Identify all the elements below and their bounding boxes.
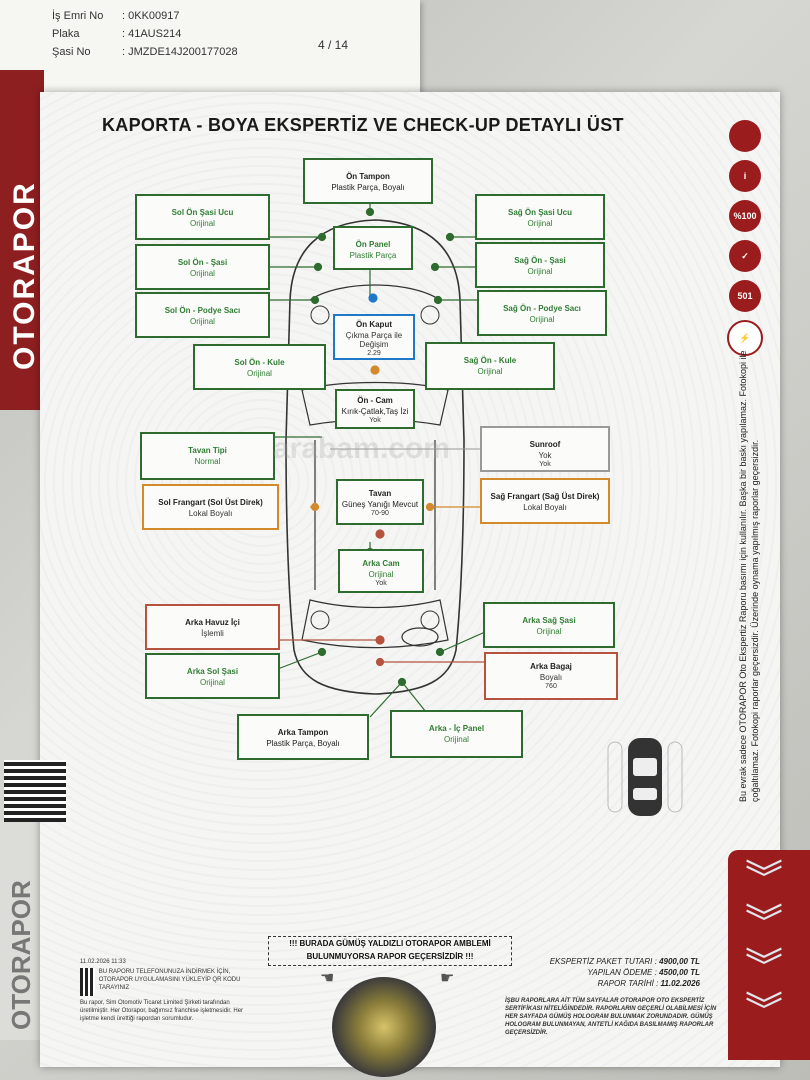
pointing-hand-icon: ☚ <box>320 970 335 987</box>
chevron-down-icon: ︾ <box>744 947 783 989</box>
qr-code[interactable] <box>80 968 95 996</box>
points-badge-icon: 501 <box>729 280 761 312</box>
header-row: Şasi No: JMZDE14J200177028 <box>52 46 238 58</box>
report-page: KAPORTA - BOYA EKSPERTİZ VE CHECK-UP DET… <box>40 92 780 1077</box>
watermark: arabam.com <box>273 432 450 465</box>
hologram-seal <box>332 977 436 1077</box>
vertical-notice: Bu evrak sadece OTORAPOR Oto Ekspertiz R… <box>738 350 760 802</box>
brand-logo: OTORAPOR <box>6 880 36 1030</box>
left-brand-strip-bottom: OTORAPOR <box>0 820 44 1040</box>
hologram-warning: !!! BURADA GÜMÜŞ YALDIZLI OTORAPOR AMBLE… <box>268 936 512 966</box>
chevron-down-icon: ︾ <box>744 991 783 1033</box>
shield-badge-icon: ✓ <box>729 240 761 272</box>
chevron-down-icon: ︾ <box>744 859 783 901</box>
badge-icon <box>729 120 761 152</box>
brand-logo: OTORAPOR <box>8 181 41 370</box>
right-brand-tab: ︾ ︾ ︾ ︾ <box>728 850 810 1060</box>
part-box-sol-frangart: Sol Frangart (Sol Üst Direk)Lokal Boyalı <box>142 484 279 530</box>
voltammer-badge-icon: ⚡ <box>727 320 763 356</box>
part-box-sag-frangart: Sağ Frangart (Sağ Üst Direk)Lokal Boyalı <box>480 478 610 524</box>
back-sheet: İş Emri No: 0KK00917 Plaka: 41AUS214 Şas… <box>0 0 420 110</box>
chevron-down-icon: ︾ <box>744 903 783 945</box>
price-row: EKSPERTİZ PAKET TUTARI : 4900,00 TL <box>549 957 700 966</box>
header-row: İş Emri No: 0KK00917 <box>52 10 180 22</box>
car-top-view-icon <box>607 738 683 816</box>
price-row: RAPOR TARİHİ : 11.02.2026 <box>597 979 700 988</box>
header-row: Plaka: 41AUS214 <box>52 28 182 40</box>
info-badge-icon: i <box>729 160 761 192</box>
trust-badges: i %100 ✓ 501 ⚡ <box>720 112 770 364</box>
price-row: YAPILAN ÖDEME : 4500,00 TL <box>587 968 700 977</box>
fine-print: İŞBU RAPORLARA AİT TÜM SAYFALAR OTORAPOR… <box>505 998 717 1036</box>
page-counter: 4 / 14 <box>318 38 349 52</box>
payment-summary: EKSPERTİZ PAKET TUTARI : 4900,00 TL YAPI… <box>480 956 700 989</box>
page-title: KAPORTA - BOYA EKSPERTİZ VE CHECK-UP DET… <box>102 115 624 135</box>
qr-code-large[interactable] <box>4 760 66 822</box>
left-brand-strip: OTORAPOR <box>0 70 44 410</box>
pointing-hand-icon: ☛ <box>440 970 455 987</box>
guarantee-badge-icon: %100 <box>729 200 761 232</box>
left-footer: 11.02.2026 11:33 BU RAPORU TELEFONUNUZA … <box>80 959 244 1022</box>
